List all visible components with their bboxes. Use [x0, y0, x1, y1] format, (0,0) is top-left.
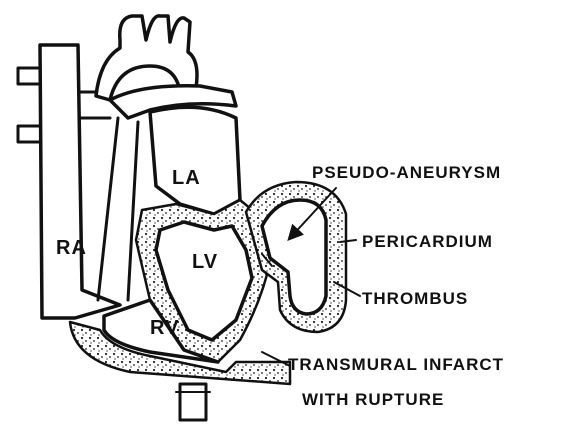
label-right-ventricle: RV [150, 317, 179, 339]
label-right-atrium: RA [56, 237, 87, 259]
pseudo-aneurysm-cavity [262, 200, 326, 314]
label-pseudo-aneurysm: PSEUDO-ANEURYSM [312, 163, 501, 182]
septum-upper [98, 118, 118, 300]
septum-upper-2 [128, 122, 138, 300]
label-left-ventricle: LV [192, 251, 218, 273]
inferior-vessel [180, 384, 206, 420]
left-atrium [150, 107, 240, 214]
label-infarct-line2: WITH RUPTURE [302, 390, 444, 409]
label-pericardium: PERICARDIUM [362, 232, 493, 251]
label-thrombus: THROMBUS [362, 289, 468, 308]
label-left-atrium: LA [172, 167, 201, 189]
label-infarct-line1: TRANSMURAL INFARCT [288, 355, 504, 374]
